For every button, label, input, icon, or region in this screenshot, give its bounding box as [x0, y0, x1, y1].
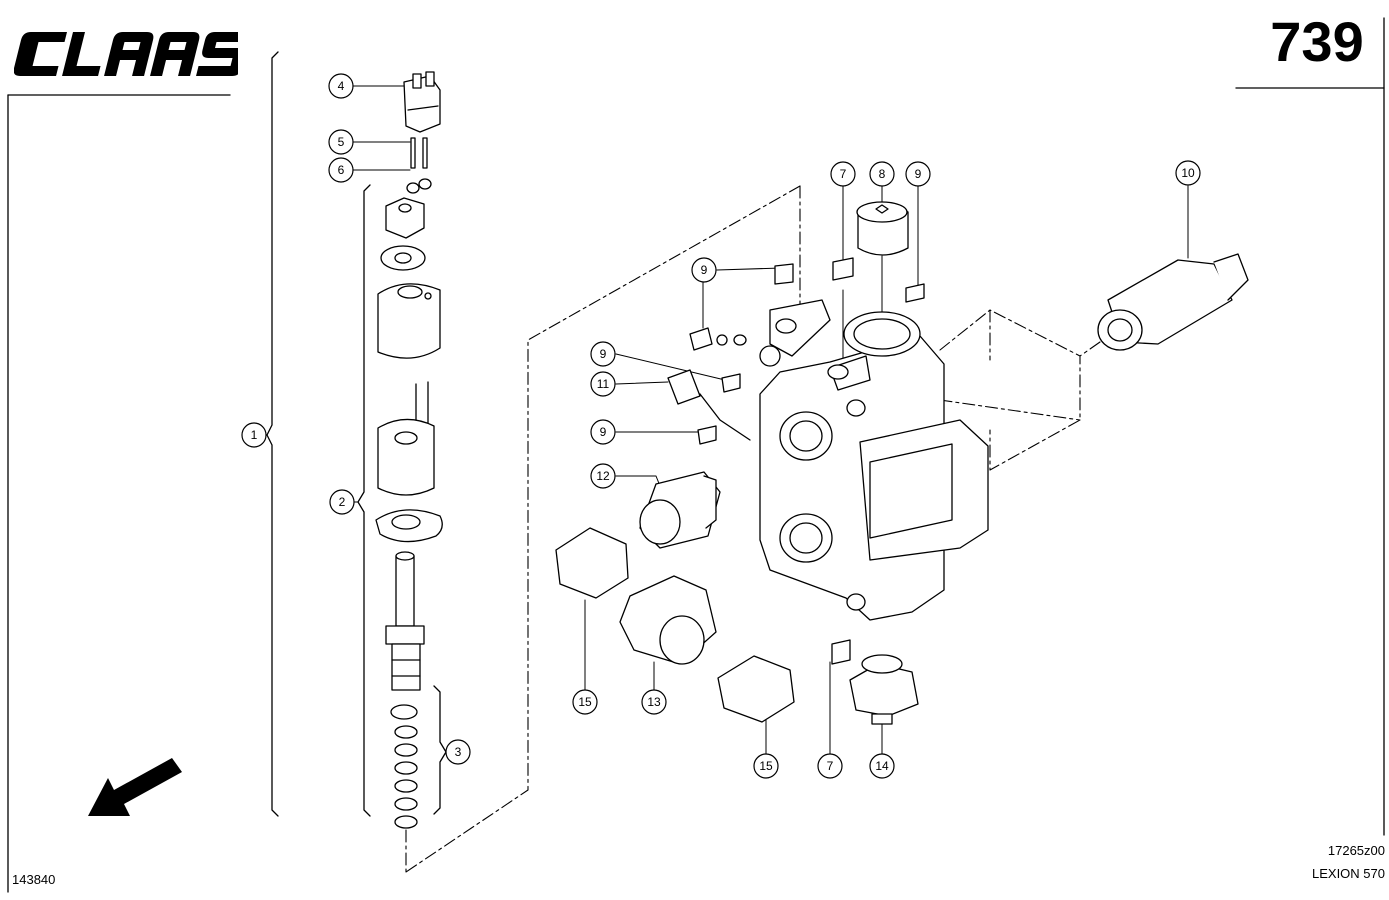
callout-9-top: 9 — [905, 161, 931, 187]
port-adapter-upper — [639, 471, 721, 549]
callout-12: 12 — [590, 463, 616, 489]
valve-cartridge — [385, 551, 425, 691]
svg-text:3: 3 — [455, 745, 462, 759]
callout-2: 2 — [329, 489, 355, 515]
svg-text:14: 14 — [875, 759, 889, 773]
part-code: 143840 — [12, 872, 56, 887]
callout-7-bottom: 7 — [817, 753, 843, 779]
bottom-port-adapter — [849, 654, 919, 725]
bracket-1 — [266, 51, 279, 817]
washers — [406, 178, 432, 194]
small-ball — [733, 334, 747, 346]
bracket-2 — [357, 184, 371, 817]
hose-fitting — [667, 369, 751, 441]
leader-lines — [253, 85, 1189, 755]
hex-nut — [385, 197, 425, 239]
callout-9-lower-left: 9 — [590, 419, 616, 445]
seal-plate — [375, 509, 443, 543]
valve-body — [759, 299, 989, 621]
callout-3: 3 — [445, 739, 471, 765]
solenoid-coil-housing — [377, 283, 441, 359]
hex-cap-right — [717, 655, 795, 723]
direction-arrow-icon — [88, 758, 182, 816]
bracket-3 — [433, 685, 447, 815]
hex-cap-left — [555, 527, 629, 599]
callout-9-mid-left: 9 — [590, 341, 616, 367]
callout-6: 6 — [328, 157, 354, 183]
svg-text:15: 15 — [759, 759, 773, 773]
drawing-code: 17265z00 — [1327, 843, 1385, 858]
small-ball — [716, 334, 728, 346]
svg-text:9: 9 — [600, 425, 607, 439]
flat-washer-hole — [394, 252, 412, 264]
port-adapter-lower — [619, 575, 717, 665]
svg-text:1: 1 — [251, 428, 258, 442]
screw-plug — [856, 201, 909, 256]
svg-text:12: 12 — [596, 469, 610, 483]
svg-text:9: 9 — [600, 347, 607, 361]
callout-9-upper-left: 9 — [691, 257, 717, 283]
callout-13: 13 — [641, 689, 667, 715]
flat-washer — [380, 245, 426, 271]
svg-text:7: 7 — [827, 759, 834, 773]
electrical-connector — [403, 71, 441, 133]
small-plug — [689, 257, 925, 665]
svg-text:4: 4 — [338, 79, 345, 93]
callout-11: 11 — [590, 371, 616, 397]
svg-text:10: 10 — [1181, 166, 1195, 180]
model-name: LEXION 570 — [1312, 866, 1385, 881]
svg-text:11: 11 — [597, 377, 610, 391]
svg-text:13: 13 — [647, 695, 661, 709]
claas-logo — [14, 32, 238, 76]
page-number: 739 — [1270, 10, 1364, 73]
callout-1: 1 — [241, 422, 267, 448]
screws — [410, 137, 428, 169]
callout-5: 5 — [328, 129, 354, 155]
svg-text:5: 5 — [338, 135, 345, 149]
svg-text:8: 8 — [879, 167, 886, 181]
svg-text:7: 7 — [840, 167, 847, 181]
pressure-cartridge — [1097, 253, 1249, 351]
callout-14: 14 — [869, 753, 895, 779]
callout-4: 4 — [328, 73, 354, 99]
svg-text:15: 15 — [578, 695, 592, 709]
callout-10: 10 — [1175, 160, 1201, 186]
svg-text:9: 9 — [701, 263, 708, 277]
callout-15-left: 15 — [572, 689, 598, 715]
dashed-assembly-lines — [405, 185, 1101, 873]
top-port-o-ring-inner — [853, 318, 911, 350]
solenoid-coil — [377, 381, 435, 496]
svg-text:9: 9 — [915, 167, 922, 181]
callout-7-top: 7 — [830, 161, 856, 187]
callout-8: 8 — [869, 161, 895, 187]
svg-text:2: 2 — [339, 495, 346, 509]
seal-plate-hole — [391, 514, 421, 530]
o-ring-set — [390, 704, 418, 829]
svg-text:6: 6 — [338, 163, 345, 177]
hex-nut-hole — [398, 203, 412, 213]
callout-15-right: 15 — [753, 753, 779, 779]
